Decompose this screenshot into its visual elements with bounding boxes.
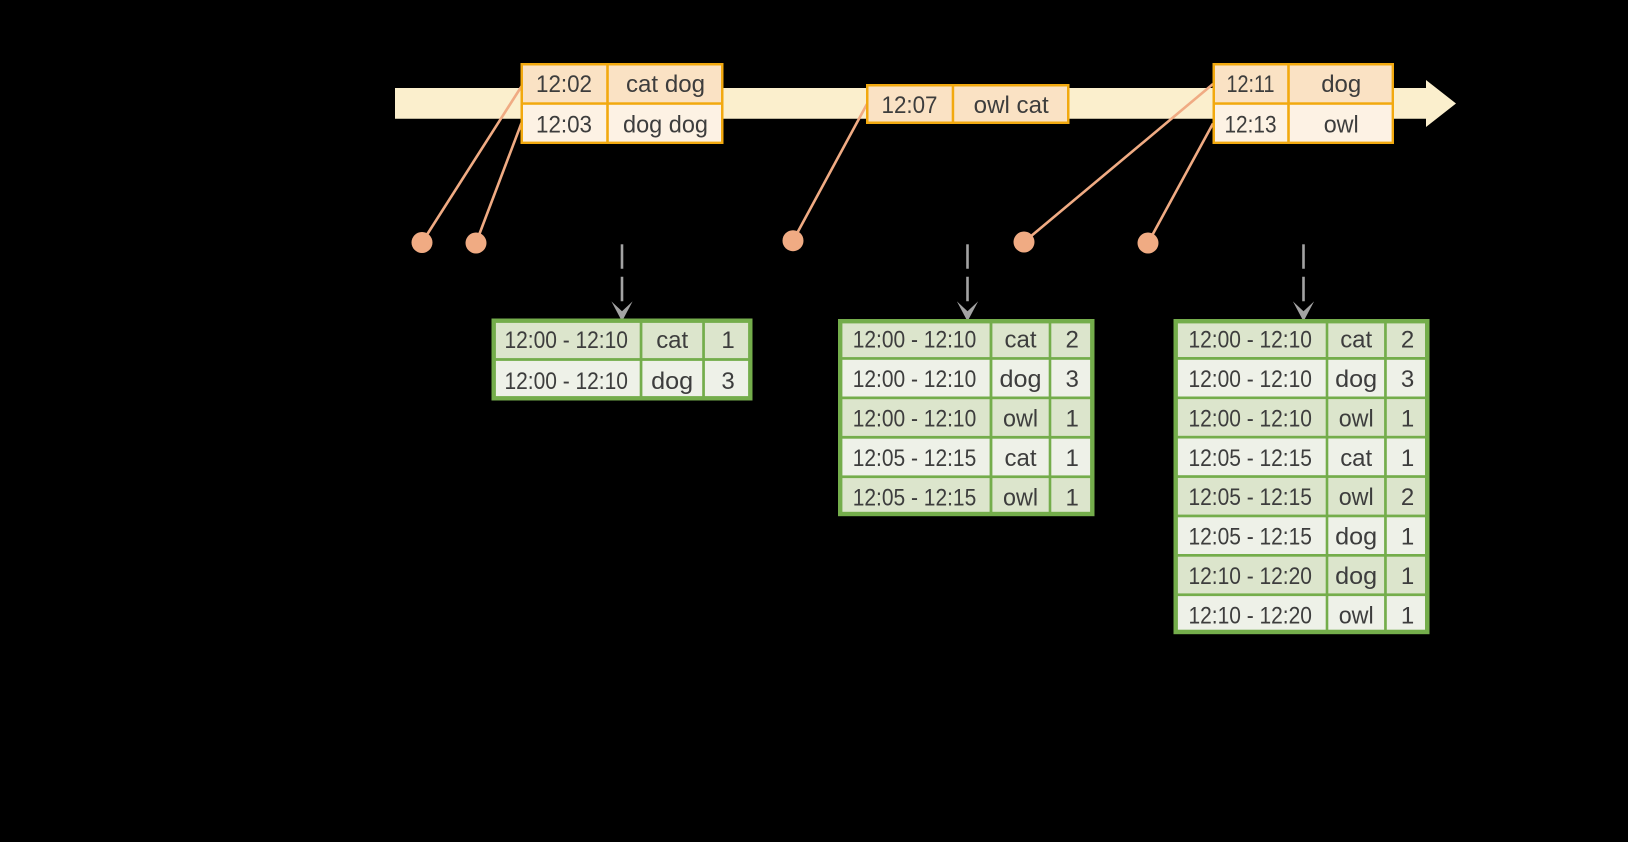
svg-text:1: 1 [1066, 484, 1079, 511]
svg-text:12:05 - 12:15: 12:05 - 12:15 [853, 484, 977, 511]
svg-text:2: 2 [1401, 327, 1414, 354]
svg-text:12:10 - 12:20: 12:10 - 12:20 [1188, 563, 1312, 590]
svg-text:dog: dog [1321, 71, 1361, 98]
svg-text:owl: owl [1003, 484, 1038, 511]
svg-text:12:11: 12:11 [1227, 71, 1275, 98]
svg-text:cat: cat [656, 327, 688, 354]
svg-text:cat: cat [1340, 445, 1372, 472]
svg-text:12:05 - 12:15: 12:05 - 12:15 [1188, 484, 1312, 511]
svg-text:2: 2 [1066, 327, 1079, 354]
svg-text:2: 2 [1401, 484, 1414, 511]
svg-text:12:00 - 12:10: 12:00 - 12:10 [853, 366, 977, 393]
svg-text:dog: dog [1335, 366, 1377, 393]
svg-text:cat: cat [1005, 327, 1037, 354]
svg-text:12:00 - 12:10: 12:00 - 12:10 [853, 327, 977, 354]
svg-text:cat: cat [1005, 445, 1037, 472]
svg-text:owl: owl [1324, 112, 1359, 139]
svg-text:1: 1 [1401, 445, 1414, 472]
svg-text:dog: dog [1335, 563, 1377, 590]
svg-text:dog: dog [1000, 366, 1042, 393]
svg-text:12:00 - 12:10: 12:00 - 12:10 [1188, 327, 1312, 354]
svg-text:owl: owl [1339, 602, 1374, 629]
svg-text:dog: dog [651, 368, 693, 395]
svg-text:12:05 - 12:15: 12:05 - 12:15 [1188, 445, 1312, 472]
svg-text:3: 3 [1401, 366, 1414, 393]
svg-text:12:00 - 12:10: 12:00 - 12:10 [1188, 405, 1312, 432]
svg-text:dog dog: dog dog [623, 112, 708, 139]
svg-text:12:10 - 12:20: 12:10 - 12:20 [1188, 602, 1312, 629]
svg-text:12:00 - 12:10: 12:00 - 12:10 [504, 327, 628, 354]
svg-text:owl: owl [1339, 484, 1374, 511]
svg-text:1: 1 [1401, 524, 1414, 551]
svg-text:12:00 - 12:10: 12:00 - 12:10 [853, 406, 977, 433]
svg-text:12:00 - 12:10: 12:00 - 12:10 [1188, 366, 1312, 393]
svg-text:12:05 - 12:15: 12:05 - 12:15 [853, 445, 977, 472]
svg-text:12:00 - 12:10: 12:00 - 12:10 [504, 368, 628, 395]
svg-text:owl cat: owl cat [974, 92, 1049, 119]
svg-text:owl: owl [1339, 405, 1374, 432]
svg-text:12:05 - 12:15: 12:05 - 12:15 [1188, 524, 1312, 551]
svg-text:1: 1 [1401, 602, 1414, 629]
svg-text:1: 1 [1066, 406, 1079, 433]
svg-text:12:03: 12:03 [536, 112, 592, 139]
svg-text:owl: owl [1003, 406, 1038, 433]
svg-text:12:13: 12:13 [1225, 112, 1277, 139]
svg-text:dog: dog [1335, 524, 1377, 551]
svg-text:cat dog: cat dog [626, 71, 705, 98]
svg-text:1: 1 [1401, 563, 1414, 590]
svg-text:cat: cat [1340, 327, 1372, 354]
svg-text:1: 1 [721, 327, 734, 354]
svg-text:3: 3 [721, 368, 734, 395]
svg-text:12:07: 12:07 [882, 92, 938, 119]
svg-text:1: 1 [1066, 445, 1079, 472]
svg-text:1: 1 [1401, 405, 1414, 432]
svg-text:3: 3 [1066, 366, 1079, 393]
svg-text:12:02: 12:02 [536, 71, 592, 98]
